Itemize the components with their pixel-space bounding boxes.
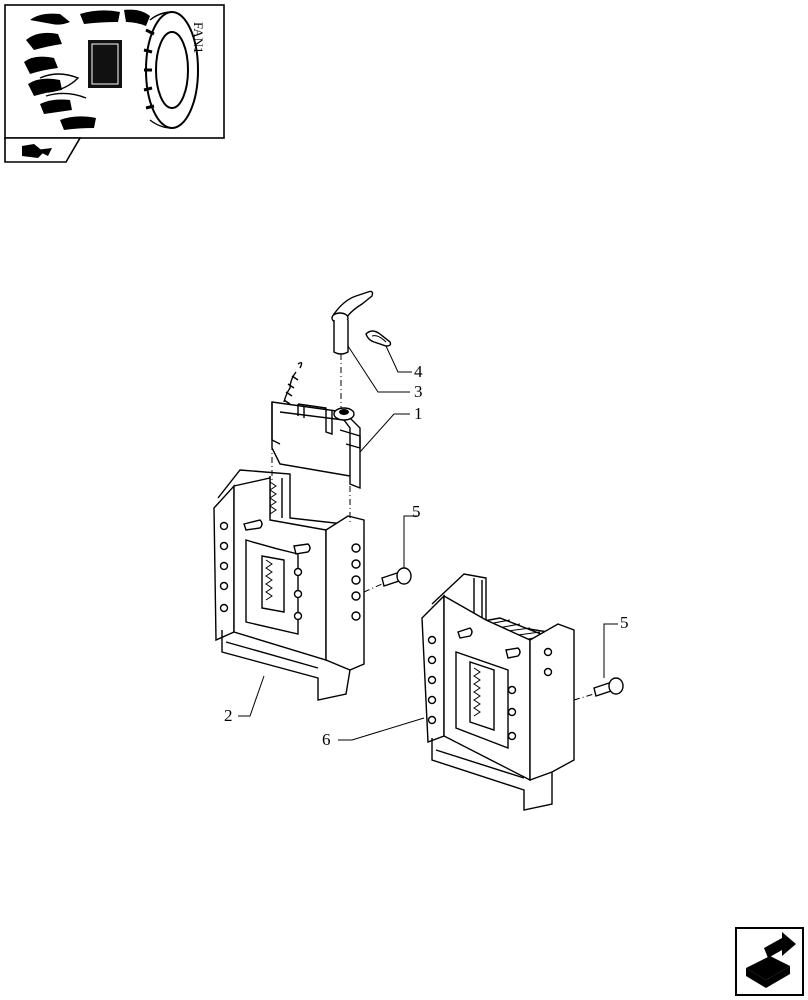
callout-5-lower: 5	[620, 613, 629, 632]
part-5-bolt-upper	[381, 567, 412, 587]
callout-1: 1	[414, 404, 423, 423]
book-arrow-icon	[22, 144, 52, 158]
callout-4: 4	[414, 362, 423, 381]
thumbnail-label: FAN1	[191, 22, 206, 54]
part-4-clip	[365, 330, 392, 347]
part-1-hitch-block	[271, 361, 361, 490]
callout-3: 3	[414, 382, 423, 401]
part-6-bracket	[421, 573, 575, 811]
part-3-pin	[331, 290, 374, 355]
tractor-wheel-icon	[24, 9, 199, 130]
next-page-button[interactable]	[735, 927, 804, 996]
assembly-centerlines	[271, 354, 595, 701]
next-page-arrow-icon	[746, 932, 796, 988]
callout-6: 6	[322, 730, 331, 749]
thumbnail-panel[interactable]: FAN1	[4, 4, 225, 139]
part-5-bolt-lower	[593, 677, 624, 697]
leader-lines	[238, 345, 618, 741]
thumbnail-tab[interactable]	[4, 137, 82, 163]
callout-5-upper: 5	[412, 502, 421, 521]
callout-2: 2	[224, 706, 233, 725]
part-2-bracket	[213, 469, 365, 701]
